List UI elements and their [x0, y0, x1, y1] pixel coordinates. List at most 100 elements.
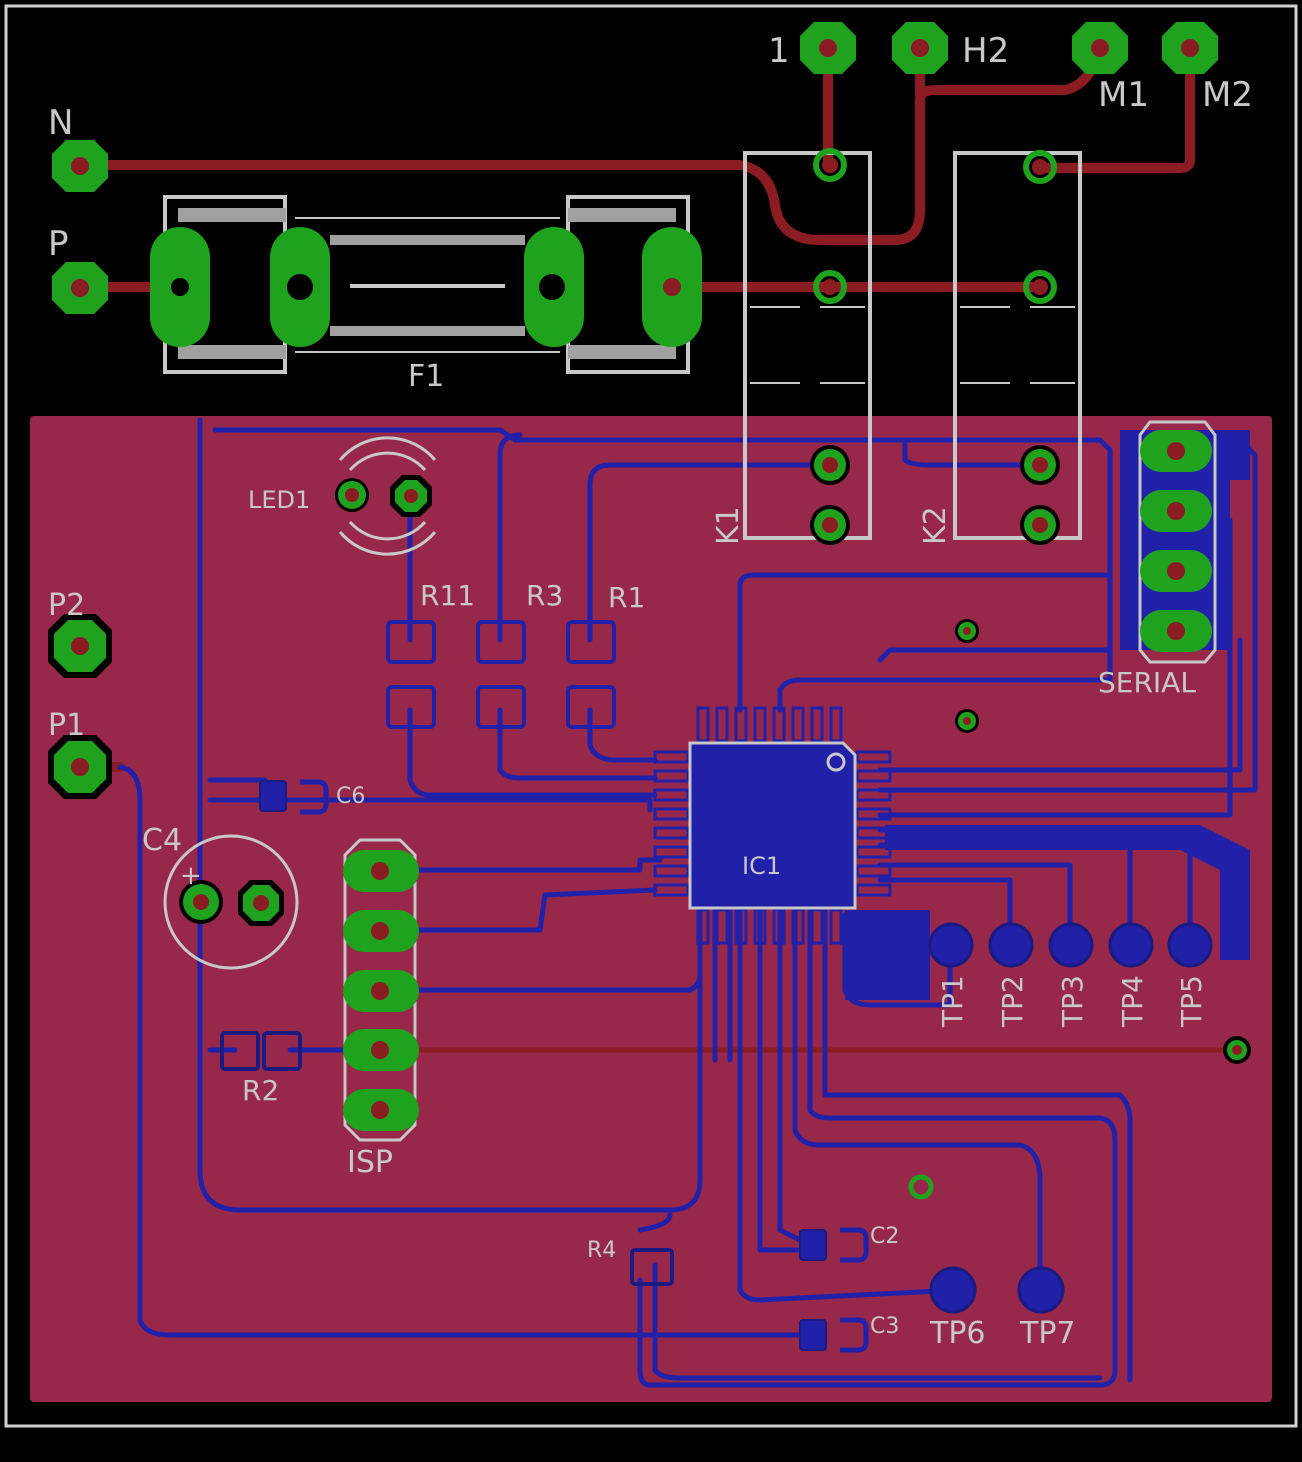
c4 [163, 834, 299, 970]
ic-pin [653, 864, 690, 878]
label-r1: R1 [608, 581, 645, 614]
ic-pin [653, 845, 690, 859]
ic-pin [653, 788, 690, 802]
pad-k1-coil-b [810, 505, 850, 545]
r4 [630, 1248, 674, 1286]
label-c6: C6 [336, 784, 365, 809]
label-tp2: TP2 [996, 975, 1029, 1028]
test-points [928, 922, 1213, 1314]
bottom-traces [117, 417, 1258, 1388]
label-c4-plus: + [180, 861, 202, 891]
label-tp3: TP3 [1056, 975, 1089, 1028]
ic-pin [855, 788, 892, 802]
relay-k2 [953, 151, 1082, 540]
label-r11: R11 [420, 579, 475, 612]
ic-pin [791, 908, 805, 945]
bottom-flood-tp [845, 910, 930, 1000]
silk-labels: N P F1 1 H2 M1 M2 K1 K2 LED1 R11 R3 R1 S… [48, 31, 1253, 1351]
ic-pin [791, 706, 805, 743]
r2 [220, 1031, 302, 1071]
ic-pin [855, 864, 892, 878]
ic-pin [734, 908, 748, 945]
ic-pin [855, 845, 892, 859]
label-r4: R4 [587, 1238, 616, 1263]
label-tp6: TP6 [929, 1316, 986, 1351]
pad-m1 [1072, 22, 1128, 74]
ic-pin [653, 883, 690, 897]
bottom-flood-serial [1120, 430, 1250, 650]
pad-m2 [1162, 22, 1218, 74]
label-r2: R2 [242, 1074, 279, 1107]
ic-pin [653, 826, 690, 840]
label-p2: P2 [48, 588, 85, 623]
label-led1: LED1 [248, 486, 310, 514]
label-n: N [48, 103, 73, 143]
label-k1: K1 [711, 506, 746, 545]
label-p1: P1 [48, 708, 85, 743]
label-r3: R3 [526, 579, 563, 612]
pad-k1-coil-a [810, 445, 850, 485]
pad-h2 [892, 22, 948, 74]
pad-k2-coil-a [1020, 445, 1060, 485]
pad-1 [800, 22, 856, 74]
ic-pin [772, 706, 786, 743]
label-c2: C2 [870, 1224, 899, 1249]
th-pads [48, 22, 1251, 1200]
led1 [335, 436, 437, 556]
ic-pin [653, 807, 690, 821]
ic-pin [696, 706, 710, 743]
label-c4: C4 [142, 823, 182, 858]
ic-pin [855, 826, 892, 840]
pad-p2 [48, 614, 112, 678]
label-tp5: TP5 [1175, 975, 1208, 1028]
pad-p [52, 262, 108, 314]
ic-pin [855, 807, 892, 821]
relay-k1 [743, 151, 872, 540]
ic-pin [772, 908, 786, 945]
label-h2: H2 [962, 31, 1009, 71]
label-m1: M1 [1098, 75, 1149, 115]
isp-header [343, 838, 419, 1142]
label-ic1: IC1 [742, 852, 781, 880]
ic-pin [855, 769, 892, 783]
ic-pin [829, 706, 843, 743]
label-tp1: TP1 [936, 975, 969, 1028]
board-outline [4, 4, 1298, 1428]
serial-header [1138, 420, 1217, 664]
ic-pin [734, 706, 748, 743]
copper-pour [30, 416, 1272, 1402]
bottom-flood-right [885, 825, 1250, 960]
label-tp4: TP4 [1116, 975, 1149, 1028]
label-k2: K2 [918, 506, 953, 545]
c3 [799, 1317, 869, 1353]
c6 [259, 779, 329, 815]
c2 [799, 1227, 869, 1263]
ic-pin [653, 750, 690, 764]
ic-pin [753, 706, 767, 743]
ic-pin [855, 750, 892, 764]
fuse-f1 [150, 195, 702, 374]
label-tp7: TP7 [1019, 1316, 1076, 1351]
label-serial: SERIAL [1098, 666, 1196, 699]
ic-pin [653, 769, 690, 783]
label-c3: C3 [870, 1314, 899, 1339]
ic-pin [715, 706, 729, 743]
ic-pin [696, 908, 710, 945]
ic1 [653, 706, 892, 945]
pad-p1 [48, 735, 112, 799]
ic-pin [810, 706, 824, 743]
label-p: P [48, 224, 69, 264]
pad-n [52, 140, 108, 192]
ic-pin [829, 908, 843, 945]
pad-k2-coil-b [1020, 505, 1060, 545]
ic-pin [810, 908, 824, 945]
label-f1: F1 [408, 359, 444, 394]
label-1: 1 [768, 31, 790, 71]
ic-pin [855, 883, 892, 897]
label-isp: ISP [347, 1145, 393, 1180]
ic-pin [753, 908, 767, 945]
label-m2: M2 [1202, 75, 1253, 115]
ic-pin [715, 908, 729, 945]
smd-resistors-top [386, 620, 616, 729]
